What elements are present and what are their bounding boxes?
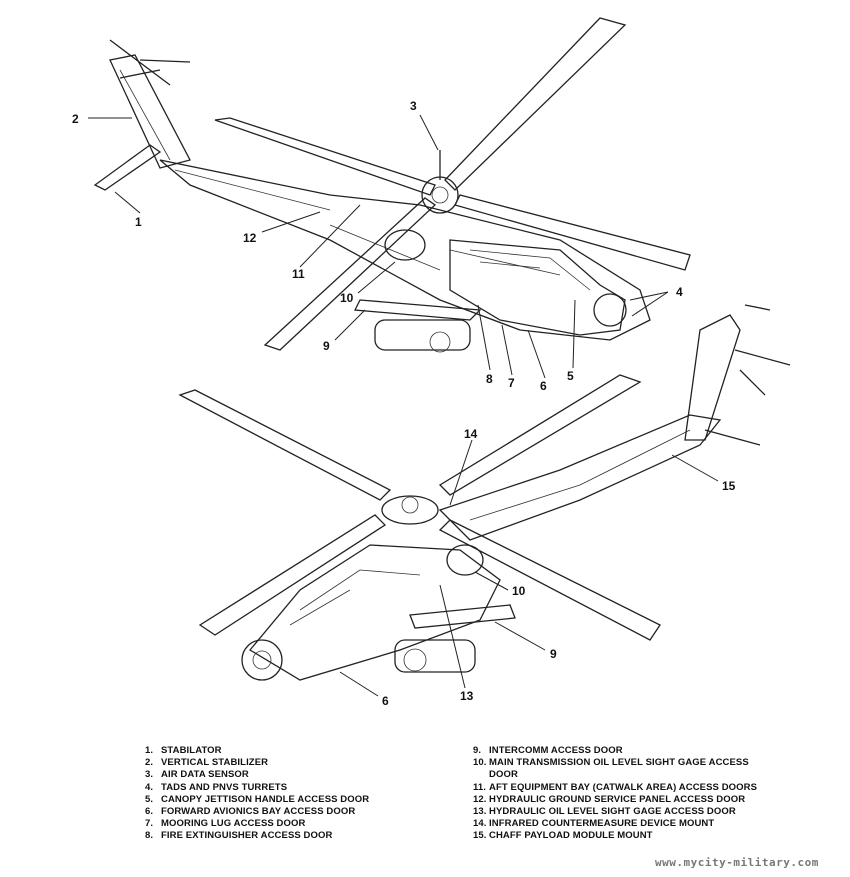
leader-lines <box>88 114 719 697</box>
callout-9-lower: 9 <box>550 647 557 661</box>
legend-item: 10.MAIN TRANSMISSION OIL LEVEL SIGHT GAG… <box>473 757 773 781</box>
upper-helicopter-drawing <box>93 17 691 353</box>
legend-number: 12. <box>473 793 487 805</box>
callout-9: 9 <box>323 339 330 353</box>
legend-text: CANOPY JETTISON HANDLE ACCESS DOOR <box>161 793 370 805</box>
callout-10-lower: 10 <box>512 584 526 598</box>
legend-item: 13.HYDRAULIC OIL LEVEL SIGHT GAGE ACCESS… <box>473 806 773 818</box>
callout-6-lower: 6 <box>382 694 389 708</box>
legend-text: FIRE EXTINGUISHER ACCESS DOOR <box>161 830 333 842</box>
legend-text: AFT EQUIPMENT BAY (CATWALK AREA) ACCESS … <box>489 781 758 793</box>
legend-item: 15.CHAFF PAYLOAD MODULE MOUNT <box>473 830 773 842</box>
legend-text: STABILATOR <box>161 745 222 756</box>
legend-text: AIR DATA SENSOR <box>161 769 249 781</box>
legend-item: 9. INTERCOMM ACCESS DOOR <box>473 745 773 757</box>
legend-item: 3. AIR DATA SENSOR <box>145 769 445 781</box>
legend-text: MAIN TRANSMISSION OIL LEVEL SIGHT GAGE A… <box>489 757 749 781</box>
callout-15: 15 <box>722 479 736 493</box>
callout-14: 14 <box>464 427 478 441</box>
legend-number: 2. <box>145 757 154 769</box>
legend-item: 5. CANOPY JETTISON HANDLE ACCESS DOOR <box>145 794 445 806</box>
legend-text: MOORING LUG ACCESS DOOR <box>161 818 306 830</box>
legend-text: INTERCOMM ACCESS DOOR <box>489 745 623 756</box>
callout-3: 3 <box>410 99 417 113</box>
legend-left: 1. STABILATOR 2. VERTICAL STABILIZER 3. AIR D… <box>145 745 445 843</box>
legend-item: 6. FORWARD AVIONICS BAY ACCESS DOOR <box>145 806 445 818</box>
legend-number: 6. <box>145 806 154 818</box>
callout-6: 6 <box>540 379 547 393</box>
callout-11: 11 <box>292 267 305 281</box>
legend-text: VERTICAL STABILIZER <box>161 757 269 769</box>
legend-number: 1. <box>145 745 154 756</box>
legend-text: FORWARD AVIONICS BAY ACCESS DOOR <box>161 806 356 818</box>
legend-number: 5. <box>145 793 154 805</box>
callout-5: 5 <box>567 369 574 383</box>
callout-13: 13 <box>460 689 474 703</box>
legend-item: 14.INFRARED COUNTERMEASURE DEVICE MOUNT <box>473 818 773 830</box>
legend-item: 1. STABILATOR <box>145 745 445 757</box>
lower-helicopter-drawing <box>178 304 791 681</box>
legend-number: 14. <box>473 818 487 830</box>
legend-text: HYDRAULIC GROUND SERVICE PANEL ACCESS DO… <box>489 793 746 805</box>
callout-1: 1 <box>135 215 142 229</box>
legend-text: CHAFF PAYLOAD MODULE MOUNT <box>489 830 653 842</box>
callout-8: 8 <box>486 372 493 386</box>
legend-number: 10. <box>473 757 487 769</box>
legend-text: HYDRAULIC OIL LEVEL SIGHT GAGE ACCESS DO… <box>489 806 736 818</box>
legend-number: 9. <box>473 745 482 756</box>
legend-number: 7. <box>145 818 154 830</box>
legend-number: 15. <box>473 830 487 842</box>
legend-item: 12.HYDRAULIC GROUND SERVICE PANEL ACCESS… <box>473 794 773 806</box>
callout-7: 7 <box>508 376 515 390</box>
callout-labels: 1 2 3 4 5 6 7 8 9 10 11 12 14 15 10 9 13… <box>72 99 736 708</box>
callout-4: 4 <box>676 285 683 299</box>
legend-number: 4. <box>145 781 154 793</box>
legend-number: 8. <box>145 830 154 842</box>
legend-item: 2. VERTICAL STABILIZER <box>145 757 445 769</box>
callout-10: 10 <box>340 291 354 305</box>
legend-item: 11.AFT EQUIPMENT BAY (CATWALK AREA) ACCE… <box>473 782 773 794</box>
legend-number: 3. <box>145 769 154 781</box>
helicopter-diagram: 1 2 3 4 5 6 7 8 9 10 11 12 14 15 10 9 13… <box>72 17 791 708</box>
legend-item: 7. MOORING LUG ACCESS DOOR <box>145 818 445 830</box>
watermark: www.mycity-military.com <box>655 856 819 869</box>
legend-number: 11. <box>473 781 486 793</box>
callout-2: 2 <box>72 112 79 126</box>
legend-item: 4. TADS AND PNVS TURRETS <box>145 782 445 794</box>
legend-text: TADS AND PNVS TURRETS <box>161 781 288 793</box>
legend-item: 8. FIRE EXTINGUISHER ACCESS DOOR <box>145 830 445 842</box>
legend-text: INFRARED COUNTERMEASURE DEVICE MOUNT <box>489 818 715 830</box>
legend-number: 13. <box>473 806 487 818</box>
callout-12: 12 <box>243 231 257 245</box>
